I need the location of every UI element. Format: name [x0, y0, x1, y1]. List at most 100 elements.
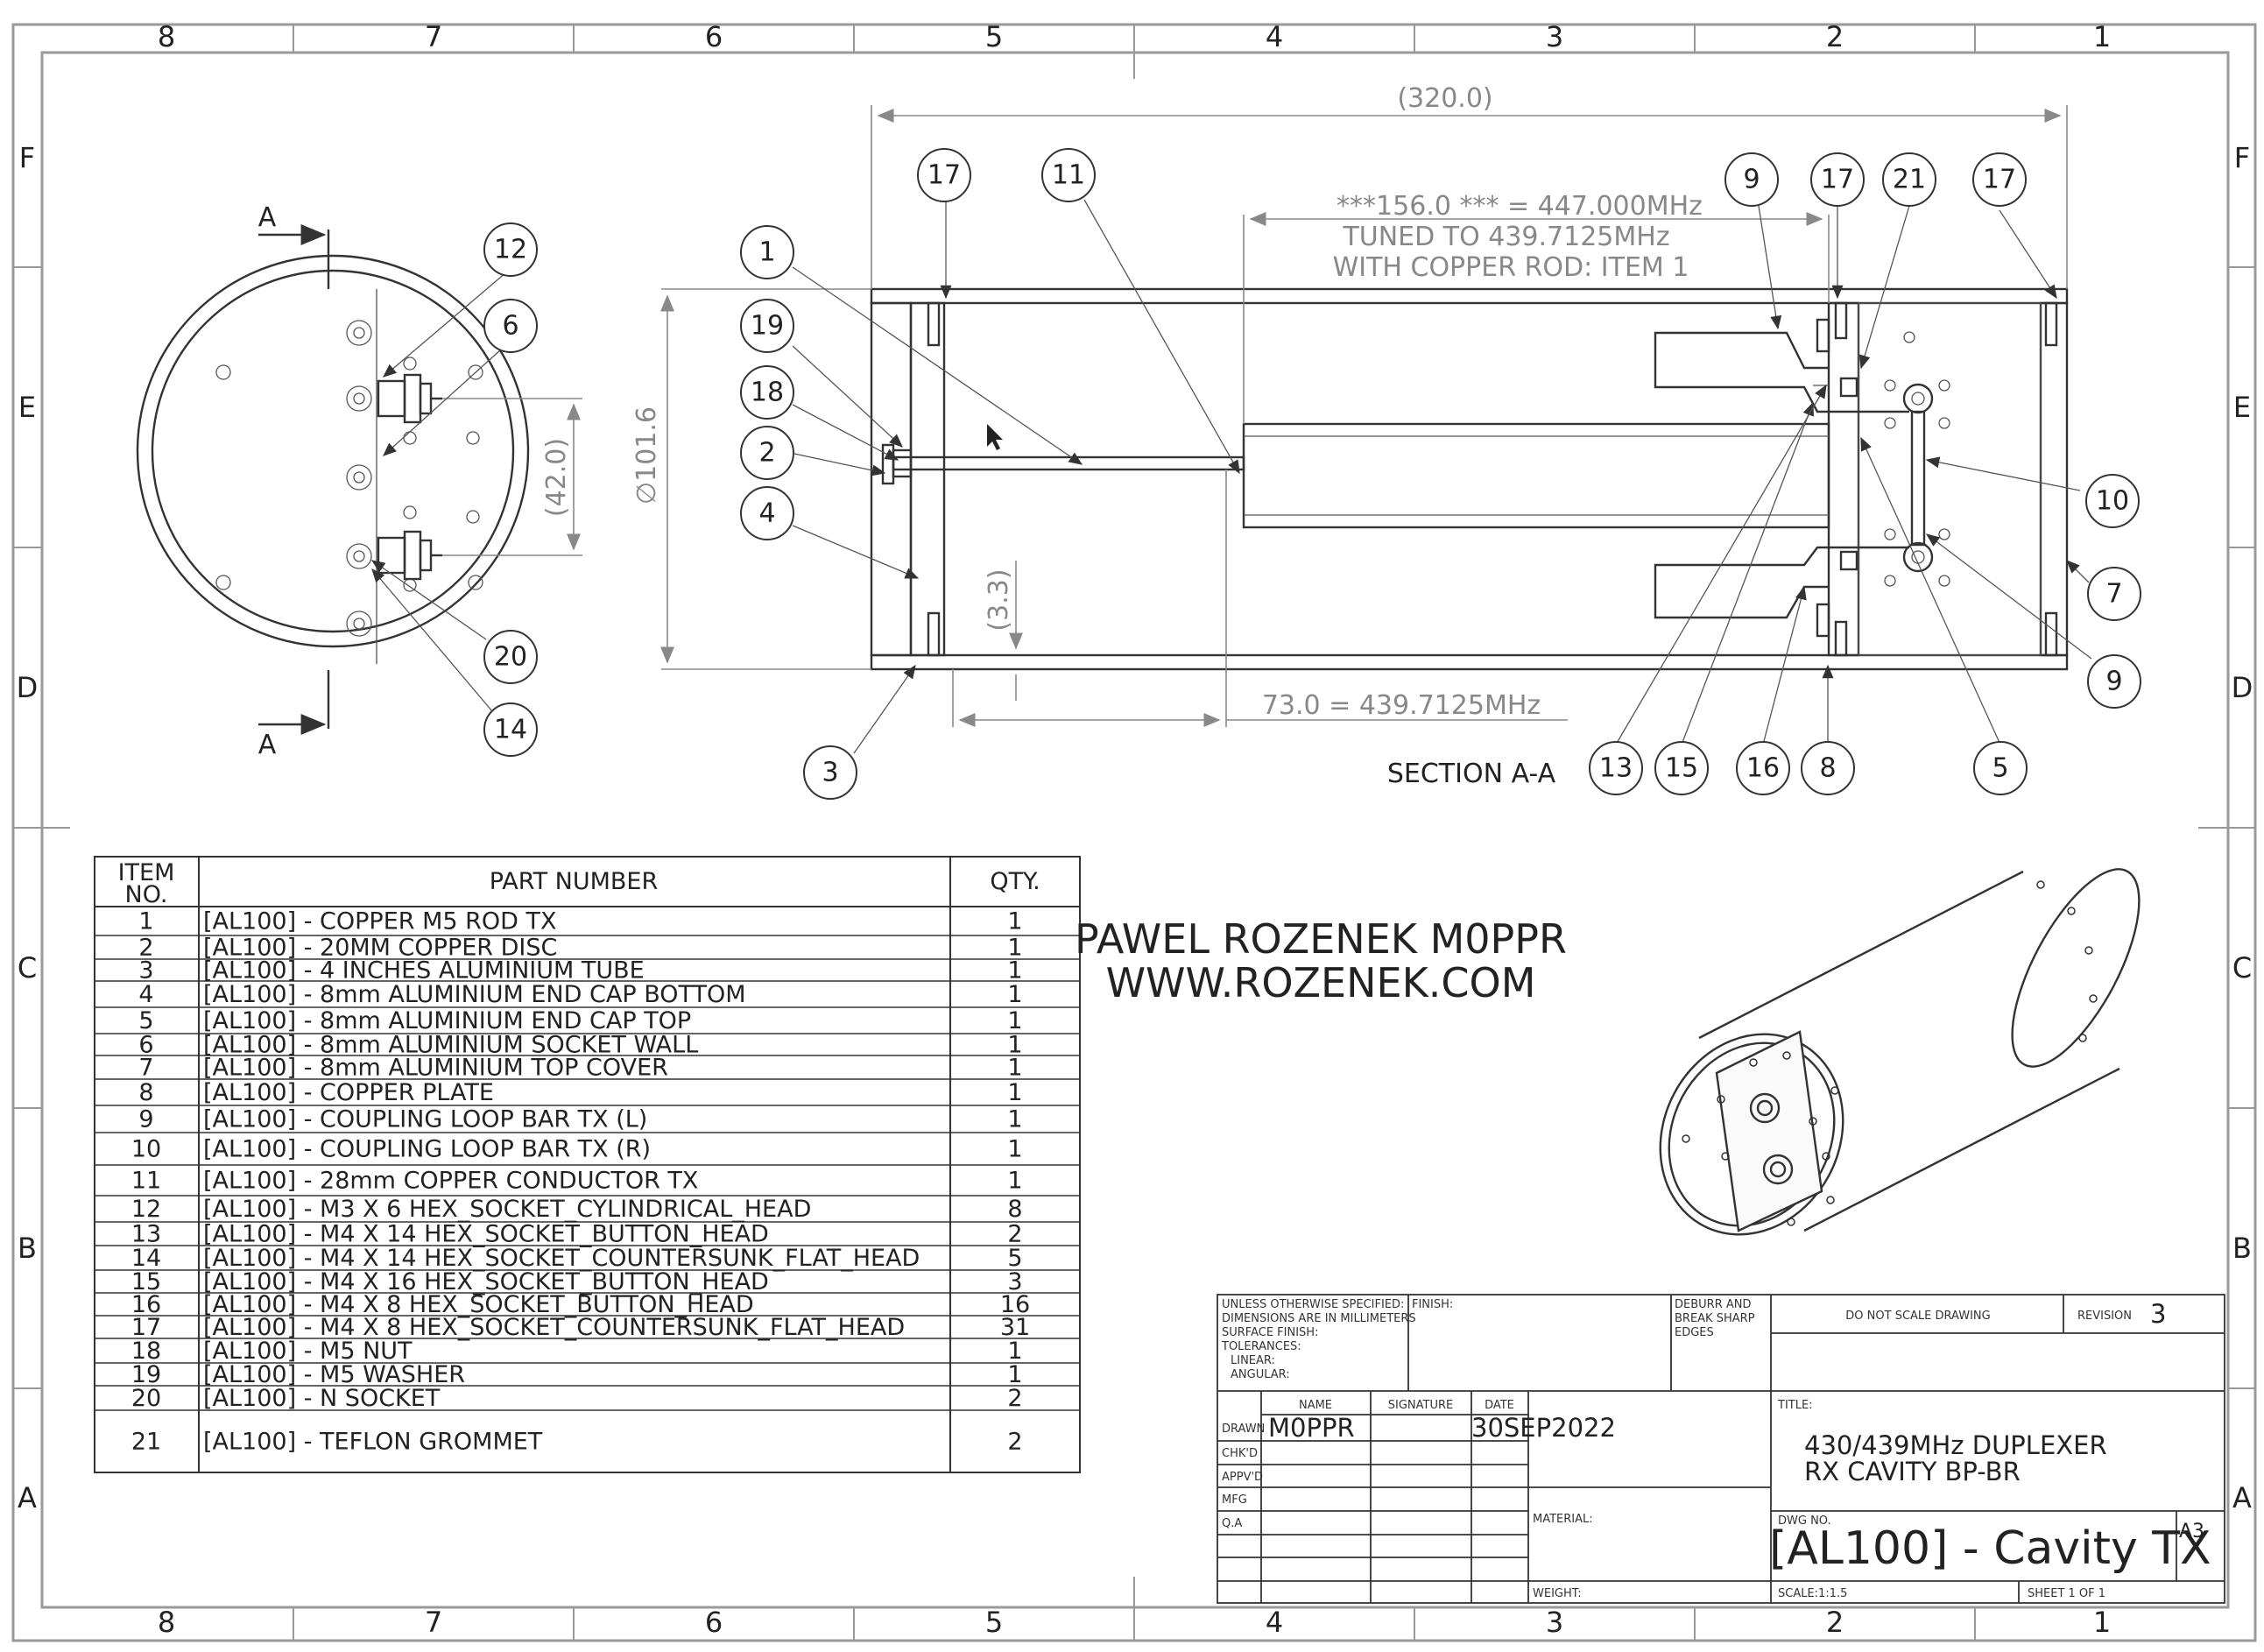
bom-part-number: [AL100] - 8mm ALUMINIUM END CAP TOP [203, 1007, 691, 1034]
material-label: MATERIAL: [1533, 1513, 1593, 1526]
section-label: SECTION A-A [1387, 759, 1556, 789]
bom-item-no: 6 [138, 1032, 153, 1059]
author-website: WWW.ROZENEK.COM [1106, 959, 1536, 1006]
bom-item-no: 1 [138, 908, 153, 935]
do-not-scale: DO NOT SCALE DRAWING [1845, 1310, 1990, 1323]
bom-qty: 3 [1007, 1268, 1022, 1295]
bom-table: ITEM NO. PART NUMBER QTY. 1[AL100] - COP… [94, 856, 1081, 1473]
bom-qty: 2 [1007, 1385, 1022, 1412]
balloon-item: 9 [2087, 654, 2141, 709]
balloon-item: 1 [740, 225, 794, 279]
balloon-item: 3 [803, 745, 857, 800]
dwg-no-label: DWG NO. [1778, 1514, 1831, 1528]
conductor-length-dimension: 73.0 = 439.7125MHz [1262, 690, 1541, 721]
bom-item-no: 5 [138, 1007, 153, 1034]
balloon-item: 20 [483, 630, 538, 684]
bom-item-no: 9 [138, 1106, 153, 1133]
balloon-number: 18 [751, 378, 784, 408]
balloon-number: 17 [927, 160, 961, 191]
bom-header-item-1: ITEM [118, 859, 175, 886]
bom-qty: 1 [1007, 1168, 1022, 1195]
bom-item-no: 4 [138, 981, 153, 1008]
bom-qty: 2 [1007, 1429, 1022, 1456]
zone-row-right: D [2232, 671, 2253, 704]
zone-col-bottom: 7 [425, 1606, 442, 1639]
zone-col-bottom: 6 [705, 1606, 723, 1639]
sheet-size: A3 [2179, 1521, 2204, 1543]
tolerance-note: ANGULAR: [1231, 1368, 1290, 1381]
bom-part-number: [AL100] - COPPER PLATE [203, 1079, 494, 1106]
gap-dimension: (3.3) [984, 568, 1014, 631]
tolerance-note: LINEAR: [1231, 1354, 1275, 1367]
balloon-number: 21 [1893, 165, 1926, 195]
balloon-item: 13 [1589, 741, 1643, 795]
table-row: 14[AL100] - M4 X 14 HEX_SOCKET_COUNTERSU… [131, 1245, 1023, 1272]
balloon-item: 16 [1736, 741, 1790, 795]
zone-ticks [13, 25, 2255, 1641]
balloon-item: 14 [483, 702, 538, 757]
zone-row-left: B [18, 1232, 37, 1265]
balloon-item: 12 [483, 222, 538, 277]
balloon-number: 6 [502, 311, 518, 342]
balloon-number: 17 [1983, 165, 2016, 195]
balloon-item: 21 [1882, 152, 1936, 207]
socket-spacing-dimension: (42.0) [541, 438, 572, 517]
weight-label: WEIGHT: [1533, 1587, 1582, 1600]
bom-qty: 1 [1007, 1106, 1022, 1133]
balloon-number: 9 [2105, 667, 2122, 697]
tolerance-note: SURFACE FINISH: [1222, 1326, 1318, 1339]
bom-qty: 1 [1007, 935, 1022, 962]
bom-part-number: [AL100] - M4 X 8 HEX_SOCKET_BUTTON_HEAD [203, 1291, 754, 1318]
row-approved: APPV'D [1222, 1471, 1263, 1484]
zone-row-right: E [2233, 391, 2251, 424]
balloon-number: 15 [1665, 753, 1698, 784]
bom-header-item-2: NO. [125, 881, 168, 908]
drawn-name: M0PPR [1268, 1413, 1355, 1443]
col-date: DATE [1485, 1399, 1514, 1412]
zone-row-right: B [2232, 1232, 2252, 1265]
scale: SCALE:1:1.5 [1778, 1587, 1847, 1600]
balloon-item: 11 [1041, 148, 1096, 202]
bom-qty: 1 [1007, 1361, 1022, 1388]
drawn-date: 30SEP2022 [1471, 1413, 1616, 1443]
balloon-number: 19 [751, 311, 784, 342]
tolerance-note: DIMENSIONS ARE IN MILLIMETERS [1222, 1312, 1416, 1325]
bom-part-number: [AL100] - 8mm ALUMINIUM END CAP BOTTOM [203, 981, 746, 1008]
zone-col-top: 4 [1266, 20, 1283, 53]
balloon-number: 12 [494, 235, 527, 265]
zone-row-left: E [18, 391, 36, 424]
table-row: 13[AL100] - M4 X 14 HEX_SOCKET_BUTTON_HE… [131, 1221, 1023, 1248]
balloon-number: 5 [1992, 753, 2008, 784]
bom-qty: 16 [1000, 1291, 1030, 1318]
balloon-item: 4 [740, 486, 794, 540]
bom-part-number: [AL100] - 4 INCHES ALUMINIUM TUBE [203, 957, 645, 985]
bom-item-no: 16 [131, 1291, 161, 1318]
title-line-2: RX CAVITY BP-BR [1804, 1457, 2021, 1486]
bom-qty: 2 [1007, 1221, 1022, 1248]
bom-qty: 1 [1007, 981, 1022, 1008]
balloon-number: 11 [1052, 160, 1085, 191]
diameter-dimension: ∅101.6 [631, 406, 662, 505]
title-line-1: 430/439MHz DUPLEXER [1804, 1430, 2107, 1460]
table-row: 15[AL100] - M4 X 16 HEX_SOCKET_BUTTON_HE… [131, 1268, 1023, 1295]
bom-item-no: 13 [131, 1221, 161, 1248]
bom-item-no: 3 [138, 957, 153, 985]
bom-header-part: PART NUMBER [490, 868, 659, 895]
zone-col-bottom: 4 [1266, 1606, 1283, 1639]
bom-item-no: 8 [138, 1079, 153, 1106]
balloon-number: 8 [1819, 753, 1836, 784]
tolerance-note: TOLERANCES: [1221, 1340, 1301, 1353]
table-row: 16 [AL100] - M4 X 8 HEX_SOCKET_BUTTON_HEA… [131, 1291, 1030, 1318]
zone-row-left: A [18, 1481, 37, 1514]
table-row: 10[AL100] - COUPLING LOOP BAR TX (R)1 [131, 1136, 1023, 1163]
zone-row-left: D [17, 671, 39, 704]
zone-col-top: 7 [425, 20, 442, 53]
table-row: 12[AL100] - M3 X 6 HEX_SOCKET_CYLINDRICA… [131, 1196, 1023, 1223]
bom-item-no: 2 [138, 935, 153, 962]
bom-qty: 1 [1007, 957, 1022, 985]
finish-label: FINISH: [1412, 1298, 1453, 1311]
